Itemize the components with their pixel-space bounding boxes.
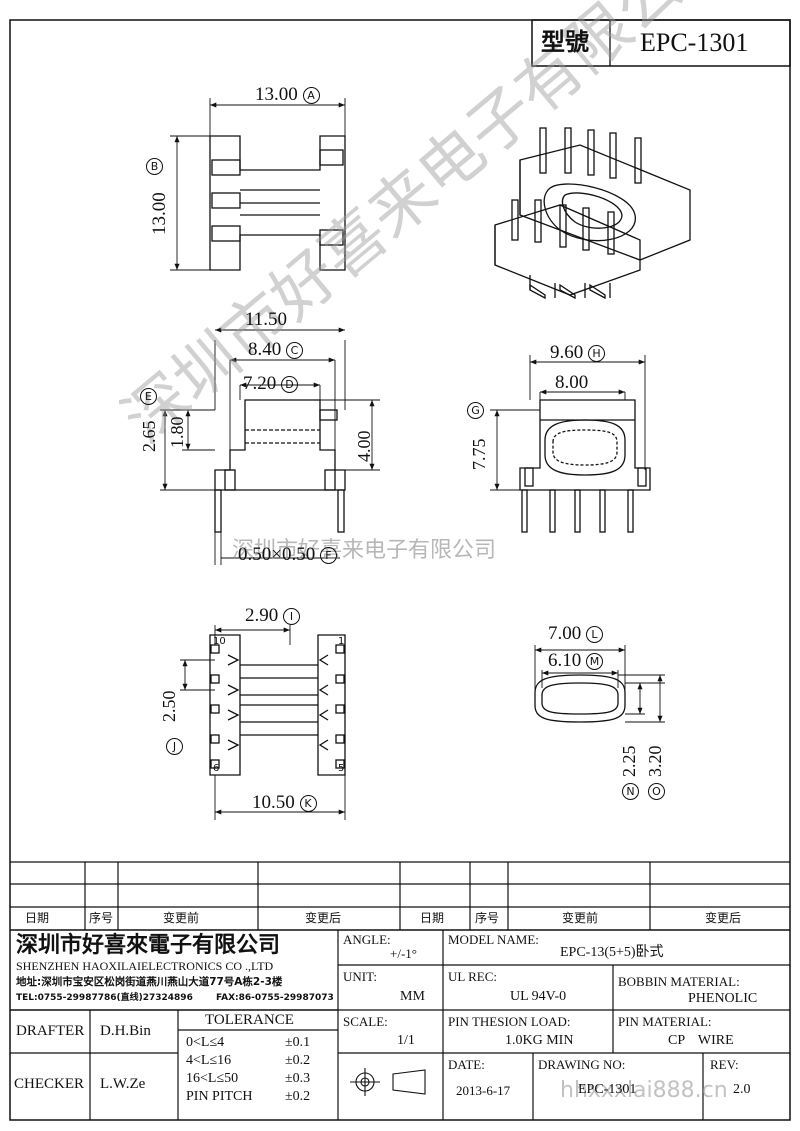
rev-header-no-2: 序号 <box>475 911 500 925</box>
rev-header-after-1: 变更后 <box>305 911 342 925</box>
rev-header-before-2: 变更前 <box>562 911 599 925</box>
pin-label-6: 6 <box>213 763 220 774</box>
model-name-label: MODEL NAME: <box>448 932 539 947</box>
dim-j-tag: J <box>166 738 183 755</box>
model-header-box <box>531 19 791 67</box>
dim-k: 10.50 K <box>252 793 317 813</box>
rev-header-date-2: 日期 <box>420 911 445 925</box>
projection-symbol <box>350 1068 426 1096</box>
tolerance-value-4: ±0.2 <box>285 1089 311 1104</box>
dim-1-80: 1.80 <box>167 416 187 449</box>
dim-11-50: 11.50 <box>245 309 288 330</box>
company-name-en: SHENZHEN HAOXILAIELECTRONICS CO .,LTD <box>16 959 274 973</box>
drawing-no-value: EPC-1301 <box>578 1082 637 1097</box>
tolerance-range-4: PIN PITCH <box>186 1089 253 1104</box>
front-view <box>214 399 346 533</box>
unit-value: MM <box>400 989 425 1004</box>
pin-label-5: 5 <box>338 763 345 774</box>
drafter-label: DRAFTER <box>16 1023 85 1039</box>
drawing-no-label: DRAWING NO: <box>538 1057 626 1072</box>
ul-label: UL REC: <box>448 969 497 984</box>
scale-value: 1/1 <box>397 1033 415 1048</box>
pin-load-value: 1.0KG MIN <box>505 1033 574 1048</box>
dim-i: 2.90 I <box>245 606 300 626</box>
rev-header-no-1: 序号 <box>89 911 114 925</box>
pin-label-1: 1 <box>338 636 345 647</box>
dim-h: 9.60 H <box>550 343 605 363</box>
tolerance-value-1: ±0.1 <box>285 1035 311 1050</box>
unit-label: UNIT: <box>343 969 378 984</box>
bobbin-label: BOBBIN MATERIAL: <box>618 974 740 989</box>
model-name-value: EPC-13(5+5)卧式 <box>560 945 664 960</box>
date-label: DATE: <box>448 1057 485 1072</box>
dim-e: 2.65 <box>139 420 159 453</box>
dim-d: 7.20 D <box>243 374 298 394</box>
angle-value: +/-1° <box>390 946 417 961</box>
dim-g-tag: G <box>467 402 484 419</box>
pin-material-value: CP WIRE <box>668 1033 734 1048</box>
dim-j: 2.50 <box>159 690 179 723</box>
perspective-view <box>494 127 691 300</box>
ul-value: UL 94V-0 <box>510 989 567 1004</box>
dim-g: 7.75 <box>469 438 489 471</box>
rev-header-date-1: 日期 <box>25 911 50 925</box>
scale-label: SCALE: <box>343 1014 388 1029</box>
drafter-value: D.H.Bin <box>100 1023 151 1039</box>
tolerance-value-2: ±0.2 <box>285 1053 311 1068</box>
section-view <box>534 674 626 723</box>
page-border <box>9 19 791 1121</box>
top-view <box>209 135 346 271</box>
company-tel: TEL:0755-29987786(直线)27324896 <box>16 993 193 1003</box>
rev-header-before-1: 变更前 <box>163 911 200 925</box>
bottom-view <box>209 634 346 776</box>
tolerance-range-1: 0<L≤4 <box>186 1035 225 1050</box>
dim-b: 13.00 <box>149 192 170 235</box>
angle-label: ANGLE: <box>343 932 391 947</box>
dim-e-tag: E <box>140 388 157 405</box>
dim-b-tag: B <box>146 158 163 175</box>
rev-value: 2.0 <box>733 1082 751 1097</box>
tolerance-value-3: ±0.3 <box>285 1071 311 1086</box>
title-block-grid <box>10 861 790 1120</box>
model-header-label: 型號 <box>541 28 589 56</box>
tolerance-range-3: 16<L≤50 <box>186 1071 239 1086</box>
dim-n: 2.25 <box>619 745 639 778</box>
dim-4-00: 4.00 <box>354 430 374 463</box>
dim-8-00: 8.00 <box>555 372 589 393</box>
dim-o-tag: O <box>648 783 665 800</box>
dim-a: 13.00 A <box>255 85 320 105</box>
tolerance-title: TOLERANCE <box>205 1012 294 1028</box>
company-name-cn: 深圳市好喜來電子有限公司 <box>16 932 281 957</box>
dim-l: 7.00 L <box>548 624 603 644</box>
dim-m: 6.10 M <box>548 651 603 671</box>
rev-header-after-2: 变更后 <box>705 911 742 925</box>
rev-label: REV: <box>710 1057 739 1072</box>
company-fax: FAX:86-0755-29987073 <box>216 993 334 1003</box>
company-address: 地址:深圳市宝安区松岗街道燕川燕山大道77号A栋2-3楼 <box>16 976 283 988</box>
bobbin-value: PHENOLIC <box>688 991 758 1006</box>
checker-value: L.W.Ze <box>100 1076 146 1092</box>
dim-o: 3.20 <box>645 745 665 778</box>
date-value: 2013-6-17 <box>456 1083 511 1098</box>
checker-label: CHECKER <box>14 1076 85 1092</box>
pin-material-label: PIN MATERIAL: <box>618 1014 712 1029</box>
dim-n-tag: N <box>622 783 639 800</box>
side-view <box>519 399 651 533</box>
pin-label-10: 10 <box>213 636 226 647</box>
dim-f: 0.50×0.50 F <box>238 545 337 565</box>
dim-c: 8.40 C <box>248 340 303 360</box>
model-header-value: EPC-1301 <box>640 28 749 57</box>
tolerance-range-2: 4<L≤16 <box>186 1053 232 1068</box>
pin-load-label: PIN THESION LOAD: <box>448 1014 571 1029</box>
